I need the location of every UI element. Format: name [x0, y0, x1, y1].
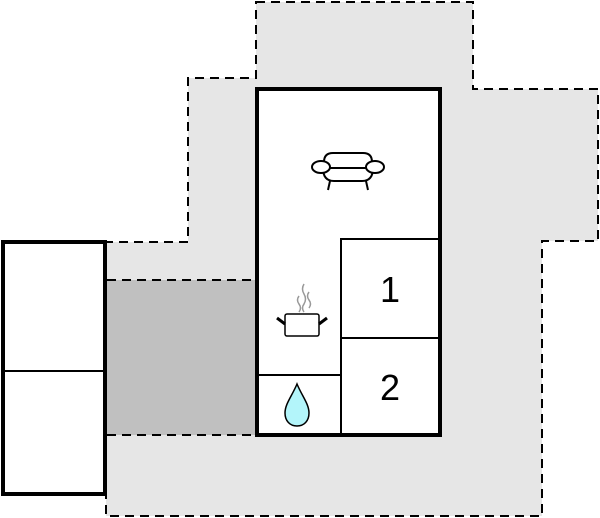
terrace [107, 280, 256, 435]
bedroom-2-label: 2 [379, 367, 401, 408]
annex-building [1, 240, 107, 496]
water-drop-icon [284, 382, 310, 427]
sofa-icon [311, 152, 385, 191]
bedroom-1-wall [340, 238, 440, 435]
cooking-pot-icon [276, 283, 328, 337]
main-house [255, 87, 442, 437]
bedroom-1-label: 1 [379, 269, 401, 310]
